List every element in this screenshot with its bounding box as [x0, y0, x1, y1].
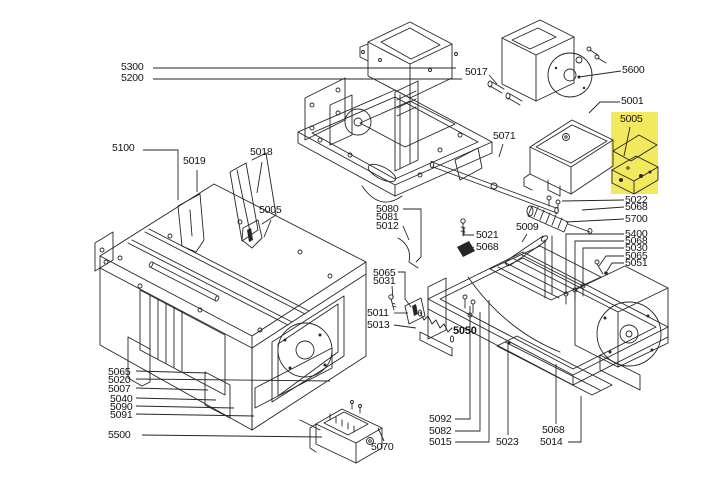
part-label-5007: 5007	[108, 383, 131, 395]
part-label-5500: 5500	[108, 429, 131, 441]
part-label-5090: 5090	[110, 401, 133, 413]
part-drawing-5100	[94, 183, 367, 431]
part-label-5400: 5400	[625, 228, 648, 240]
part-label-5020: 5020	[108, 374, 131, 386]
part-label-5092: 5092	[429, 413, 452, 425]
part-drawing-5500-5070	[309, 400, 383, 464]
part-drawing-5600	[501, 19, 607, 102]
part-label-5009: 5009	[516, 221, 539, 233]
part-label-5015: 5015	[429, 436, 452, 448]
part-label-5005-left: 5005	[259, 204, 282, 216]
part-label-5011: 5011	[367, 307, 389, 319]
part-drawing-small-hardware	[388, 218, 549, 343]
part-label-5030: 5030	[625, 242, 648, 254]
leader-lines	[135, 67, 631, 443]
part-label-5071: 5071	[493, 130, 516, 142]
part-label-5082: 5082	[429, 425, 452, 437]
part-drawing-5400-assembly	[419, 235, 669, 396]
part-label-5018: 5018	[250, 146, 273, 158]
part-label-5068-3: 5068	[625, 201, 648, 213]
part-label-5017: 5017	[465, 66, 488, 78]
part-label-5068-1: 5068	[542, 424, 565, 436]
part-label-5070: 5070	[371, 441, 394, 453]
part-drawing-5005	[611, 134, 659, 195]
part-label-5065-2: 5065	[373, 267, 396, 279]
part-drawing-5019-5018	[177, 152, 277, 253]
part-label-5019: 5019	[183, 155, 206, 167]
part-label-5068-2: 5068	[476, 241, 499, 253]
part-label-5068-4: 5068	[625, 235, 648, 247]
part-label-5023: 5023	[496, 436, 519, 448]
part-label-5600: 5600	[622, 64, 645, 76]
part-label-5012: 5012	[376, 220, 399, 232]
part-label-5021: 5021	[476, 229, 499, 241]
part-label-5013: 5013	[367, 319, 390, 331]
part-drawing-5017	[487, 80, 523, 106]
part-label-5100: 5100	[112, 142, 135, 154]
part-drawing-5300-5200	[297, 21, 493, 203]
part-label-5080: 5080	[376, 203, 399, 215]
part-label-5091: 5091	[110, 409, 133, 421]
part-label-5081: 5081	[376, 211, 399, 223]
part-label-5200: 5200	[121, 72, 144, 84]
part-label-5300: 5300	[121, 61, 144, 73]
part-label-5700: 5700	[625, 213, 648, 225]
part-label-5014: 5014	[540, 436, 563, 448]
part-drawing-5071	[429, 161, 559, 214]
part-label-5005-highlighted: 5005	[620, 113, 643, 125]
part-label-5065-1: 5065	[108, 366, 131, 378]
part-label-5001: 5001	[621, 95, 644, 107]
part-label-5050: 5050	[453, 325, 477, 337]
part-label-5022: 5022	[625, 194, 648, 206]
part-drawing-5001	[523, 119, 614, 197]
part-drawing-5700	[526, 195, 593, 234]
part-label-5051: 5051	[625, 257, 648, 269]
part-label-5065-3: 5065	[625, 250, 648, 262]
part-label-5031: 5031	[373, 275, 396, 287]
part-label-5040: 5040	[110, 393, 133, 405]
